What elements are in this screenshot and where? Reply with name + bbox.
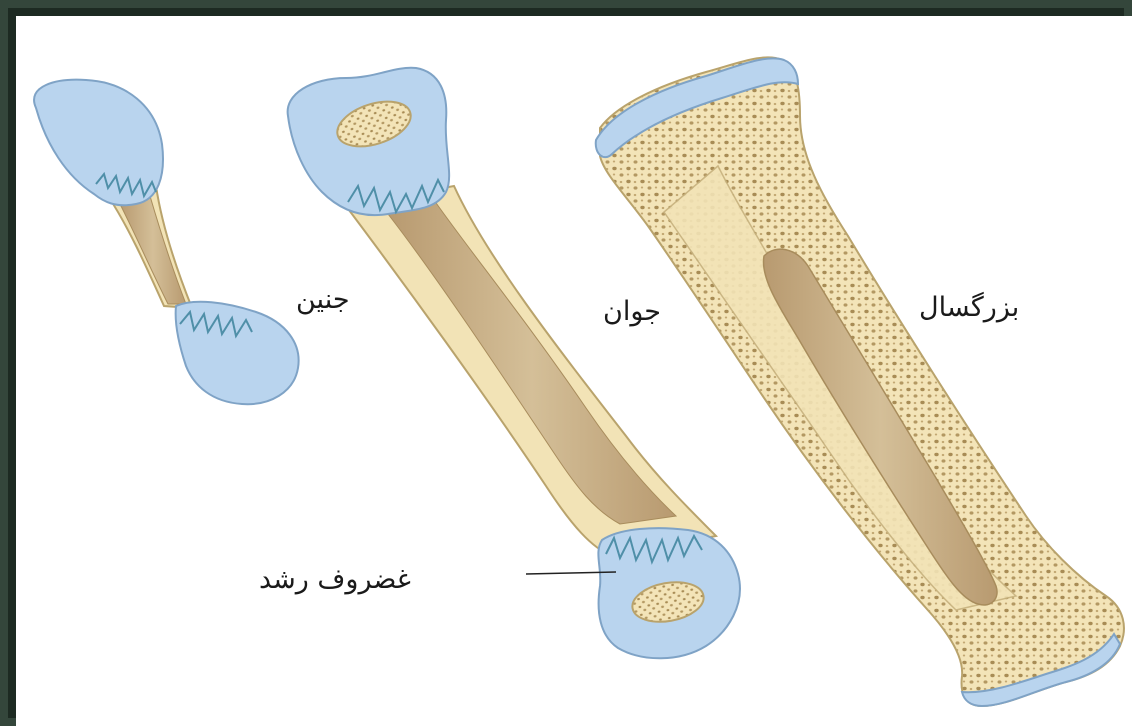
diagram-canvas: جنین جوان بزرگسال غضروف رشد xyxy=(16,16,1132,726)
fetal-marrow xyxy=(120,196,186,304)
young-marrow xyxy=(388,200,676,524)
fetal-bone xyxy=(34,80,299,404)
label-growth-cartilage: غضروف رشد xyxy=(259,564,411,595)
label-young: جوان xyxy=(603,296,661,327)
label-adult: بزرگسال xyxy=(919,292,1019,323)
fetal-lower-cartilage xyxy=(176,302,299,404)
label-fetal: جنین xyxy=(296,284,350,315)
fetal-upper-cartilage xyxy=(34,80,163,206)
bone-growth-illustration xyxy=(16,16,1132,726)
